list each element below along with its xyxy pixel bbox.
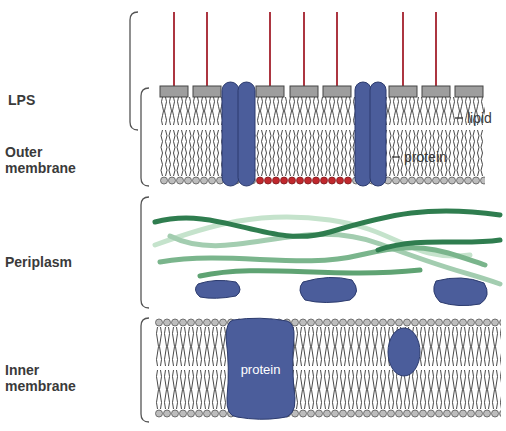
- part-label: LPS: [8, 92, 68, 108]
- phospholipid-heads: [160, 176, 485, 185]
- protein-blob: [434, 278, 487, 306]
- lps-chains: [174, 12, 436, 86]
- strand: [155, 211, 500, 236]
- porin-proteins: [222, 82, 386, 186]
- protein-label: protein: [241, 362, 281, 377]
- lps-head: [323, 86, 351, 97]
- membrane-protein: [388, 328, 420, 376]
- peptidoglycan: [155, 211, 500, 284]
- strand: [378, 240, 500, 250]
- lipid-tails: [155, 327, 501, 366]
- part-label: Outer membrane: [5, 144, 85, 176]
- bracket: [141, 197, 149, 308]
- lps-chain: [303, 12, 305, 86]
- lps-head: [389, 86, 417, 97]
- strand: [160, 248, 485, 265]
- porin: [222, 82, 239, 186]
- lps-heads: [160, 86, 483, 97]
- strand: [200, 270, 420, 276]
- part-label: Periplasm: [5, 254, 105, 270]
- porin: [355, 82, 371, 186]
- bracket: [141, 88, 149, 186]
- bracket: [130, 12, 138, 130]
- lps-chain: [435, 12, 437, 86]
- lps-head: [256, 86, 284, 97]
- lps-chain: [206, 12, 208, 86]
- lps-head: [193, 86, 221, 97]
- part-label: Inner membrane: [5, 362, 85, 394]
- protein-blob: [300, 277, 357, 302]
- protein-shape: [226, 318, 295, 419]
- phospholipid-heads: [155, 318, 501, 327]
- part-label: protein: [404, 149, 464, 165]
- bracket: [141, 318, 149, 422]
- lps-chain: [173, 12, 175, 86]
- lps-chain: [336, 12, 338, 86]
- outer-leaflet-tails: [160, 97, 485, 125]
- lps-head: [160, 86, 188, 97]
- leader-line: [392, 156, 400, 157]
- part-label: lipid: [467, 110, 506, 126]
- region-brackets: [130, 12, 149, 422]
- protein-blob: protein: [225, 318, 296, 420]
- head-mask: [256, 176, 352, 185]
- lps-chain: [402, 12, 404, 86]
- lps-head: [455, 86, 483, 97]
- porin: [238, 82, 255, 186]
- lps-head: [290, 86, 318, 97]
- periplasmic-proteins: [195, 277, 487, 305]
- inner-leaflet-tails: [160, 130, 485, 176]
- lps-head: [422, 86, 450, 97]
- protein-blob: [195, 280, 240, 298]
- lps-chain: [269, 12, 271, 86]
- red-phospholipid-heads: [256, 176, 352, 185]
- lipid-tails: [155, 370, 501, 409]
- leader-line: [455, 117, 463, 118]
- porin: [370, 82, 386, 186]
- phospholipid-heads: [155, 409, 501, 418]
